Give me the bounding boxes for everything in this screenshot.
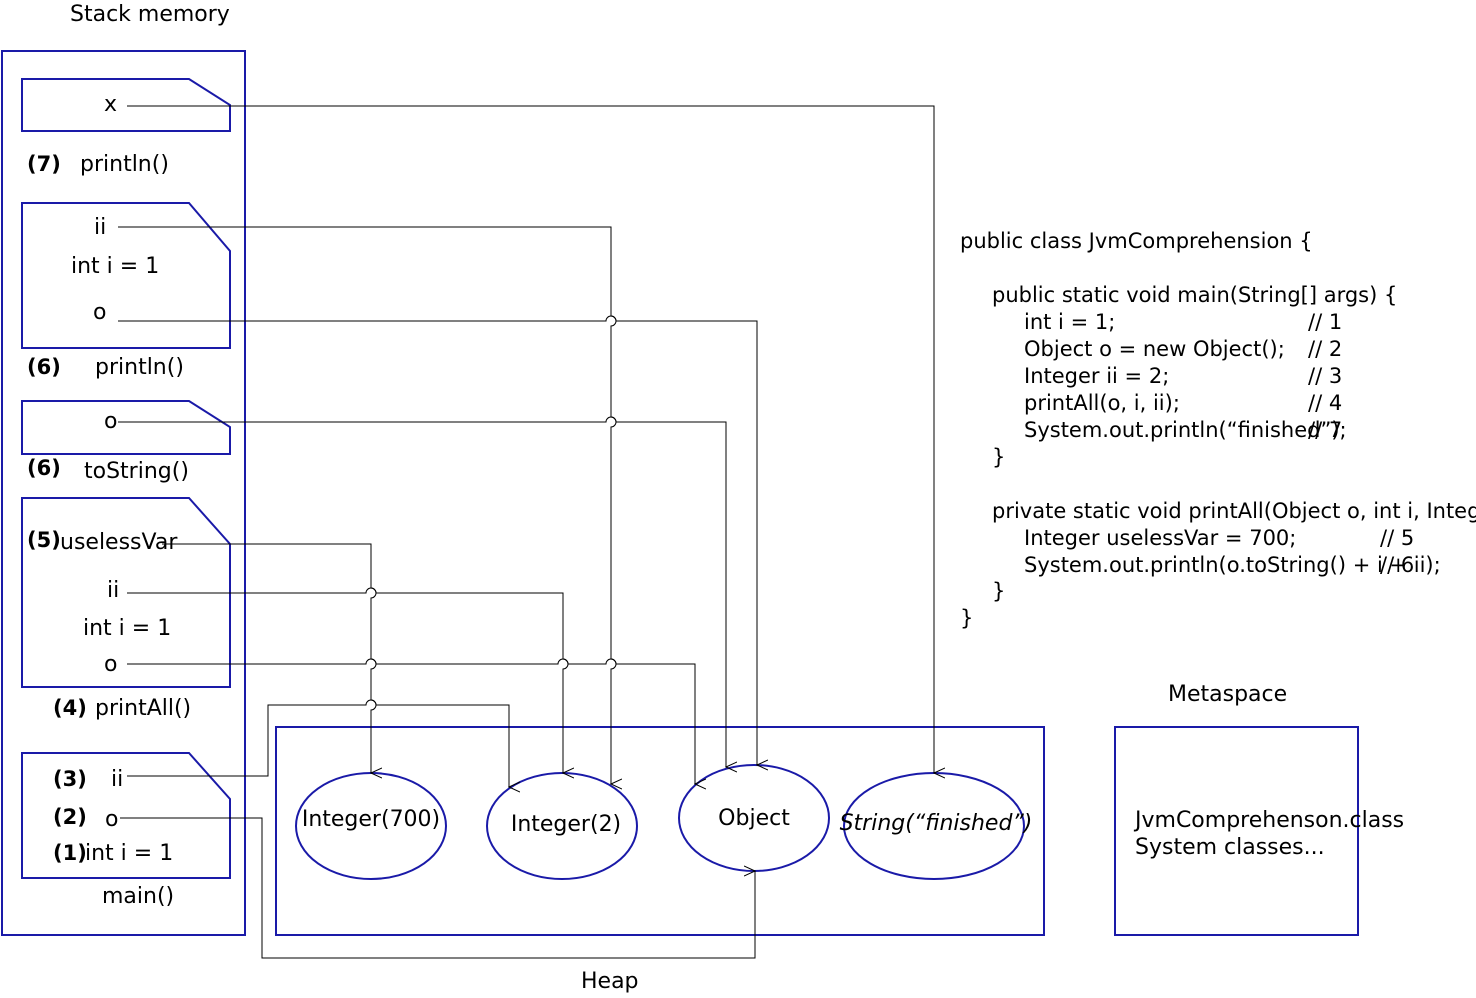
ref-x-to-string: [127, 105, 934, 773]
heap-region: [275, 726, 1045, 936]
step-marker-3: (3): [53, 767, 87, 791]
ref-uselessvar-to-integer-700: [162, 543, 376, 773]
frame-var-int-i: int i = 1: [83, 616, 171, 641]
stack-frame-tostring: [21, 400, 231, 455]
ref-ii-to-integer-2: [118, 226, 616, 784]
code-line: printAll(o, i, ii);: [1024, 391, 1180, 415]
ref-o-to-object: [118, 315, 757, 765]
metaspace-line: System classes...: [1135, 835, 1325, 860]
code-comment: // 4: [1308, 391, 1342, 415]
ref-ii-to-integer-2: [127, 699, 509, 787]
code-comment: // 7: [1308, 418, 1342, 442]
step-marker-7: (7): [27, 152, 61, 176]
frame-var-int-i: int i = 1: [71, 254, 159, 279]
code-line: public static void main(String[] args) {: [992, 283, 1397, 307]
code-line: }: [960, 606, 973, 630]
code-comment: // 3: [1308, 364, 1342, 388]
heap-object-label: String(“finished”): [840, 811, 1033, 836]
stack-memory-title: Stack memory: [70, 2, 230, 27]
metaspace-region: [1114, 726, 1359, 936]
frame-var-o: o: [104, 652, 117, 677]
stack-frame-main: [21, 752, 231, 879]
frame-label-printall: printAll(): [95, 696, 191, 721]
step-marker-2: (2): [53, 805, 87, 829]
step-marker-1: (1): [53, 841, 87, 865]
heap-object-label: Integer(2): [511, 812, 621, 837]
frame-var-uselessvar: uselessVar: [60, 530, 178, 555]
frame-var-ii: ii: [107, 578, 119, 603]
code-line: System.out.println(o.toString() + i + ii…: [1024, 553, 1441, 577]
code-comment: // 1: [1308, 310, 1342, 334]
step-marker-5: (5): [27, 528, 61, 552]
code-line: Integer ii = 2;: [1024, 364, 1169, 388]
ref-o-to-object: [118, 416, 726, 767]
code-line: public class JvmComprehension {: [960, 229, 1313, 253]
code-line: }: [992, 579, 1005, 603]
metaspace-line: JvmComprehenson.class: [1133, 808, 1404, 833]
code-line: Object o = new Object();: [1024, 337, 1285, 361]
source-code: public class JvmComprehension { public s…: [960, 229, 1476, 630]
heap-object-label: Integer(700): [302, 807, 440, 832]
stack-memory-region: [1, 50, 246, 936]
stack-frame-println-6: [21, 202, 231, 349]
code-line: private static void printAll(Object o, i…: [992, 499, 1476, 523]
heap-title: Heap: [581, 969, 639, 994]
code-line: int i = 1;: [1024, 310, 1115, 334]
code-comment: // 6: [1380, 553, 1414, 577]
frame-var-ii: ii: [111, 767, 123, 792]
frame-var-o: o: [93, 300, 106, 325]
frame-var-o: o: [104, 409, 117, 434]
code-line: Integer uselessVar = 700;: [1024, 526, 1296, 550]
stack-frame-printall: [21, 497, 231, 688]
frame-var-x: x: [104, 92, 117, 117]
code-line: System.out.println(“finished”);: [1024, 418, 1347, 442]
ref-o-to-object: [127, 658, 695, 784]
frame-var-o: o: [105, 807, 118, 832]
step-marker-4: (4): [53, 696, 87, 720]
ref-o-to-object: [120, 817, 755, 959]
frame-label-println-7: println(): [80, 152, 169, 177]
frame-label-tostring: toString(): [84, 459, 189, 484]
metaspace-title: Metaspace: [1168, 682, 1287, 707]
frame-var-ii: ii: [94, 215, 106, 240]
ref-ii-to-integer-2: [127, 587, 568, 773]
heap-object-label: Object: [718, 806, 790, 831]
frame-var-int-i: int i = 1: [85, 841, 173, 866]
code-line: }: [992, 445, 1005, 469]
step-marker-6a: (6): [27, 355, 61, 379]
stack-frame-println-7: [21, 78, 231, 132]
step-marker-6b: (6): [27, 456, 61, 480]
code-comment: // 5: [1380, 526, 1414, 550]
reference-wires: [118, 105, 934, 959]
frame-label-main: main(): [102, 884, 174, 909]
code-comment: // 2: [1308, 337, 1342, 361]
frame-label-println-6: println(): [95, 355, 184, 380]
